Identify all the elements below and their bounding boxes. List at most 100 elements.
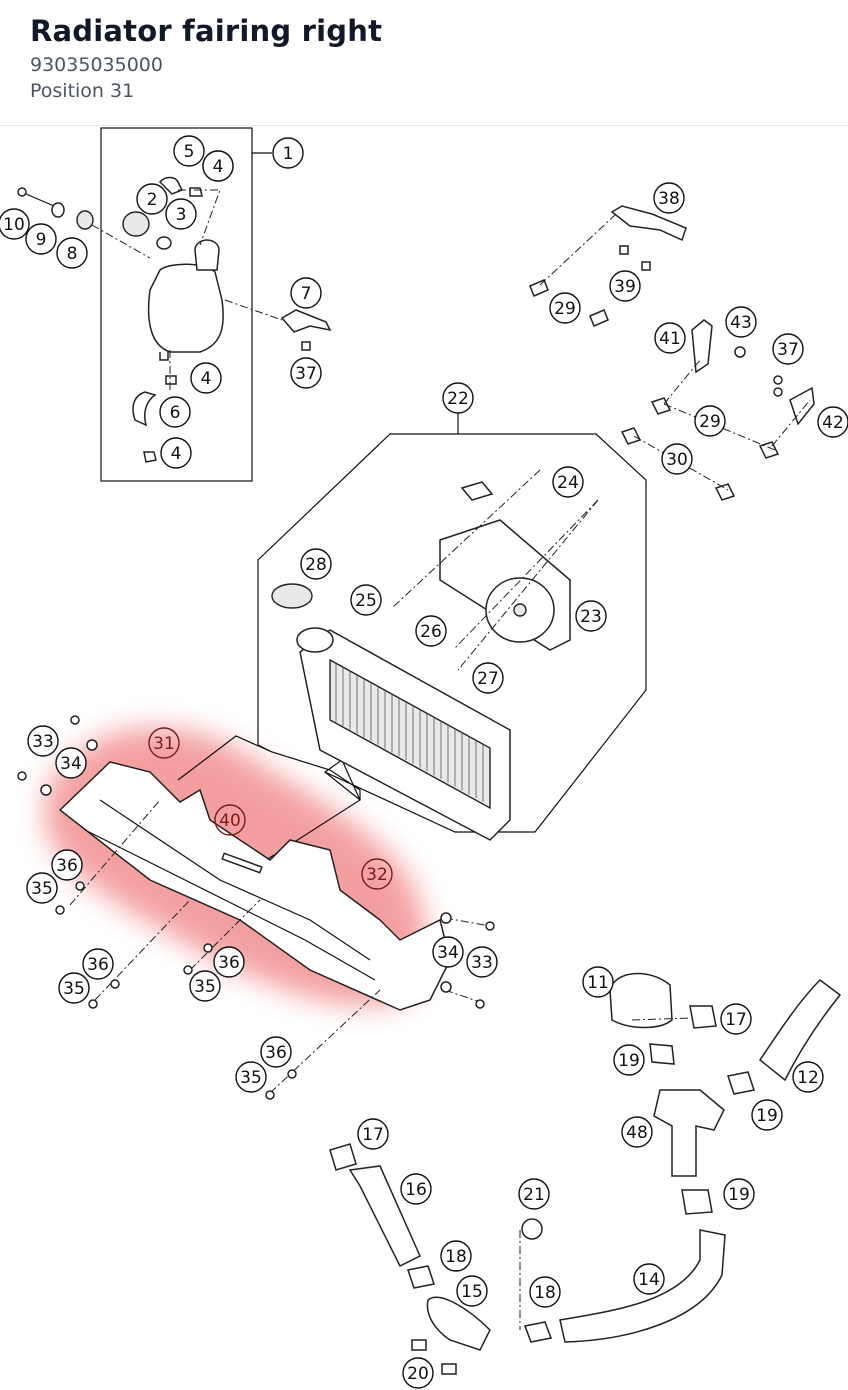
cooling-fan bbox=[391, 469, 599, 671]
callout-9[interactable]: 9 bbox=[25, 223, 57, 255]
reservoir-group-box bbox=[100, 127, 272, 482]
callout-24[interactable]: 24 bbox=[552, 466, 584, 498]
callout-38[interactable]: 38 bbox=[653, 182, 685, 214]
callout-label: 19 bbox=[756, 1106, 778, 1126]
callout-10[interactable]: 10 bbox=[0, 208, 30, 240]
callout-32[interactable]: 32 bbox=[361, 858, 393, 890]
callout-label: 10 bbox=[3, 215, 25, 235]
callout-circle bbox=[189, 970, 221, 1002]
position-label: Position 31 bbox=[30, 80, 135, 102]
callout-37[interactable]: 37 bbox=[290, 357, 322, 389]
callout-circle bbox=[58, 972, 90, 1004]
callout-36[interactable]: 36 bbox=[51, 849, 83, 881]
callout-25[interactable]: 25 bbox=[350, 584, 382, 616]
callout-circle bbox=[456, 1275, 488, 1307]
callout-48[interactable]: 48 bbox=[621, 1116, 653, 1148]
page-title: Radiator fairing right bbox=[30, 14, 383, 48]
callout-3[interactable]: 3 bbox=[165, 198, 197, 230]
callout-circle bbox=[518, 1178, 550, 1210]
callout-label: 37 bbox=[295, 364, 317, 384]
callout-7[interactable]: 7 bbox=[290, 277, 322, 309]
callout-23[interactable]: 23 bbox=[575, 600, 607, 632]
callout-34[interactable]: 34 bbox=[55, 747, 87, 779]
callout-circle bbox=[136, 183, 168, 215]
callout-14[interactable]: 14 bbox=[633, 1263, 665, 1295]
callout-16[interactable]: 16 bbox=[400, 1173, 432, 1205]
callout-circle bbox=[661, 443, 693, 475]
callout-label: 1 bbox=[283, 144, 294, 164]
callout-circle bbox=[26, 872, 58, 904]
callout-31[interactable]: 31 bbox=[148, 727, 180, 759]
callout-20[interactable]: 20 bbox=[402, 1357, 434, 1389]
callout-15[interactable]: 15 bbox=[456, 1275, 488, 1307]
callout-5[interactable]: 5 bbox=[173, 135, 205, 167]
callout-27[interactable]: 27 bbox=[472, 662, 504, 694]
callout-34[interactable]: 34 bbox=[432, 936, 464, 968]
callout-43[interactable]: 43 bbox=[725, 306, 757, 338]
callout-circle bbox=[772, 333, 804, 365]
callout-37[interactable]: 37 bbox=[772, 333, 804, 365]
callout-circle bbox=[402, 1357, 434, 1389]
callout-36[interactable]: 36 bbox=[82, 948, 114, 980]
tank-bracket bbox=[224, 299, 332, 351]
callout-36[interactable]: 36 bbox=[213, 946, 245, 978]
callout-30[interactable]: 30 bbox=[661, 443, 693, 475]
callout-33[interactable]: 33 bbox=[466, 946, 498, 978]
callout-label: 35 bbox=[31, 879, 53, 899]
callout-circle bbox=[400, 1173, 432, 1205]
callout-6[interactable]: 6 bbox=[159, 396, 191, 428]
callout-17[interactable]: 17 bbox=[720, 1003, 752, 1035]
callout-label: 22 bbox=[447, 389, 469, 409]
callout-35[interactable]: 35 bbox=[189, 970, 221, 1002]
callout-41[interactable]: 41 bbox=[654, 322, 686, 354]
callout-circle bbox=[56, 237, 88, 269]
callout-label: 38 bbox=[658, 189, 680, 209]
callout-35[interactable]: 35 bbox=[235, 1061, 267, 1093]
callout-circle bbox=[190, 362, 222, 394]
callout-2[interactable]: 2 bbox=[136, 183, 168, 215]
callout-22[interactable]: 22 bbox=[442, 382, 474, 414]
callout-circle bbox=[751, 1099, 783, 1131]
callout-circle bbox=[357, 1118, 389, 1150]
callout-17[interactable]: 17 bbox=[357, 1118, 389, 1150]
callout-label: 29 bbox=[699, 412, 721, 432]
callout-circle bbox=[466, 946, 498, 978]
callout-12[interactable]: 12 bbox=[792, 1061, 824, 1093]
callout-1[interactable]: 1 bbox=[272, 137, 304, 169]
callout-label: 40 bbox=[219, 811, 241, 831]
callout-circle bbox=[694, 405, 726, 437]
upper-right-bracket bbox=[529, 205, 687, 327]
callout-21[interactable]: 21 bbox=[518, 1178, 550, 1210]
radiator-fairing-parts bbox=[17, 715, 495, 1100]
callout-4[interactable]: 4 bbox=[160, 437, 192, 469]
callout-4[interactable]: 4 bbox=[190, 362, 222, 394]
callout-label: 18 bbox=[445, 1247, 467, 1267]
callout-40[interactable]: 40 bbox=[214, 804, 246, 836]
callout-11[interactable]: 11 bbox=[582, 966, 614, 998]
callout-19[interactable]: 19 bbox=[723, 1178, 755, 1210]
callout-35[interactable]: 35 bbox=[58, 972, 90, 1004]
callout-33[interactable]: 33 bbox=[27, 725, 59, 757]
callout-label: 11 bbox=[587, 973, 609, 993]
callout-35[interactable]: 35 bbox=[26, 872, 58, 904]
callout-39[interactable]: 39 bbox=[609, 270, 641, 302]
callout-29[interactable]: 29 bbox=[549, 292, 581, 324]
callout-29[interactable]: 29 bbox=[694, 405, 726, 437]
callout-circle bbox=[290, 277, 322, 309]
callout-36[interactable]: 36 bbox=[260, 1036, 292, 1068]
callout-circle bbox=[160, 437, 192, 469]
callout-28[interactable]: 28 bbox=[300, 548, 332, 580]
callout-label: 4 bbox=[213, 157, 224, 177]
callout-19[interactable]: 19 bbox=[613, 1044, 645, 1076]
callout-4[interactable]: 4 bbox=[202, 150, 234, 182]
radiator-cap bbox=[271, 583, 313, 609]
callout-18[interactable]: 18 bbox=[440, 1240, 472, 1272]
callout-19[interactable]: 19 bbox=[751, 1099, 783, 1131]
callout-label: 36 bbox=[56, 856, 78, 876]
callout-42[interactable]: 42 bbox=[817, 406, 848, 438]
callout-26[interactable]: 26 bbox=[415, 615, 447, 647]
callout-8[interactable]: 8 bbox=[56, 237, 88, 269]
callout-circle bbox=[621, 1116, 653, 1148]
callout-label: 7 bbox=[301, 284, 312, 304]
callout-18[interactable]: 18 bbox=[529, 1276, 561, 1308]
